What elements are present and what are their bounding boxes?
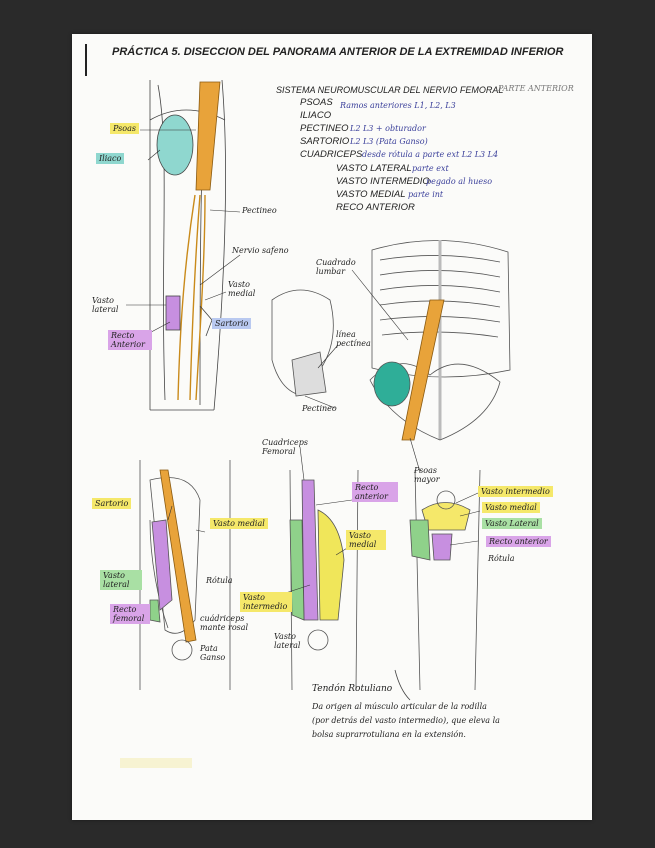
label-fig3-rotula: Rótula [206, 576, 233, 585]
label-fig4-vasto-intermedio: Vasto intermedio [240, 592, 292, 612]
sticky-note-remnant [120, 758, 192, 768]
label-fig1-sartorio: Sartorio [212, 318, 251, 329]
label-fig1-nervio-safeno: Nervio safeno [232, 246, 289, 255]
note-psoas: Ramos anteriores L1, L2, L3 [340, 101, 456, 110]
psoas-muscle [196, 82, 220, 190]
label-fig5-recto-anterior: Recto anterior [486, 536, 551, 547]
list-pectineo: PECTINEO [300, 123, 349, 134]
label-fig3-sartorio: Sartorio [92, 498, 131, 509]
footer-note-line-2: (por detrás del vasto intermedio), que e… [312, 716, 500, 725]
recto-anterior-muscle [166, 296, 180, 330]
list-vasto-lateral: VASTO LATERAL [336, 163, 412, 174]
label-fig5-rotula: Rótula [488, 554, 515, 563]
vasto-intermedio-fig4 [318, 510, 344, 620]
label-fig1-recto-anterior: Recto Anterior [108, 330, 152, 350]
label-fig2-cuadrado-lumbar: Cuadrado lumbar [316, 258, 356, 276]
label-fig3-vasto-medial: Vasto medial [210, 518, 268, 529]
note-vasto-lateral: parte ext [412, 164, 449, 173]
recto-anterior-fig4 [302, 480, 318, 620]
note-pectineo: L2 L3 + obturador [350, 124, 426, 133]
iliaco-muscle-pelvis [374, 362, 410, 406]
note-sartorio: L2 L3 (Pata Ganso) [350, 137, 428, 146]
recto-anterior-fig5 [432, 534, 452, 560]
recto-femoral-muscle [152, 520, 172, 610]
note-vasto-intermedio: pegado al hueso [426, 177, 492, 186]
label-fig5-vasto-lateral: Vasto Lateral [482, 518, 542, 529]
label-fig3-cuadriceps-femoral: Cuadriceps Femoral [262, 438, 332, 456]
footer-note-line-3: bolsa suprarrotuliana en la extensión. [312, 730, 466, 739]
figure-knee [395, 470, 480, 700]
label-fig4-recto-anterior: Recto anterior [352, 482, 398, 502]
label-fig1-vasto-medial: Vasto medial [228, 280, 268, 298]
label-fig5-vasto-intermedio: Vasto intermedio [478, 486, 553, 497]
iliaco-muscle [157, 115, 193, 175]
figure-thigh-femoral-nerve [150, 80, 226, 410]
list-vasto-intermedio: VASTO INTERMEDIO [336, 176, 430, 187]
label-fig1-vasto-lateral: Vasto lateral [92, 296, 132, 314]
list-psoas: PSOAS [300, 97, 333, 108]
label-fig1-pectineo: Pectineo [242, 206, 277, 215]
label-fig3-recto-femoral: Recto femoral [110, 604, 150, 624]
label-fig3-cuadriceps-tendon: cuádriceps mante rosal [200, 614, 250, 632]
note-parte-anterior: PARTE ANTERIOR [498, 84, 574, 93]
pectineo-muscle [292, 352, 326, 396]
footer-note-line-1: Da origen al músculo articular de la rod… [312, 702, 487, 711]
label-fig5-vasto-medial: Vasto medial [482, 502, 540, 513]
list-cuadriceps: CUADRICEPS [300, 149, 362, 160]
label-fig3-pata-ganso: Pata Ganso [200, 644, 236, 662]
list-vasto-medial: VASTO MEDIAL [336, 189, 406, 200]
label-fig4-vasto-lateral: Vasto lateral [274, 632, 308, 650]
label-fig2-psoas-mayor: Psoas mayor [414, 466, 448, 484]
list-reco-anterior: RECO ANTERIOR [336, 202, 415, 213]
label-fig1-psoas: Psoas [110, 123, 139, 134]
page-title: PRÁCTICA 5. DISECCION DEL PANORAMA ANTER… [112, 46, 563, 58]
list-iliaco: ILIACO [300, 110, 331, 121]
vasto-lateral-muscle [150, 600, 160, 622]
note-vasto-medial: parte int [408, 190, 443, 199]
vasto-lateral-fig5 [410, 520, 430, 560]
label-fig1-iliaco: Iliaco [96, 153, 124, 164]
footer-tendon-rotuliano: Tendón Rotuliano [312, 684, 392, 694]
vasto-intermedio-fig5 [422, 503, 470, 531]
figure-quadriceps-anterior [290, 470, 358, 690]
label-fig4-vasto-medial: Vasto medial [346, 530, 386, 550]
vasto-lateral-fig4 [290, 520, 304, 620]
note-cuadriceps: desde rótula a parte ext L2 L3 L4 [362, 150, 498, 159]
label-fig2-linea-pectinea: línea pectínea [336, 330, 372, 348]
label-fig3-vasto-lateral: Vasto lateral [100, 570, 142, 590]
label-fig2-pectineo: Pectineo [302, 404, 337, 413]
sistema-heading: SISTEMA NEUROMUSCULAR DEL NERVIO FEMORAL [276, 85, 503, 95]
list-sartorio: SARTORIO [300, 136, 349, 147]
